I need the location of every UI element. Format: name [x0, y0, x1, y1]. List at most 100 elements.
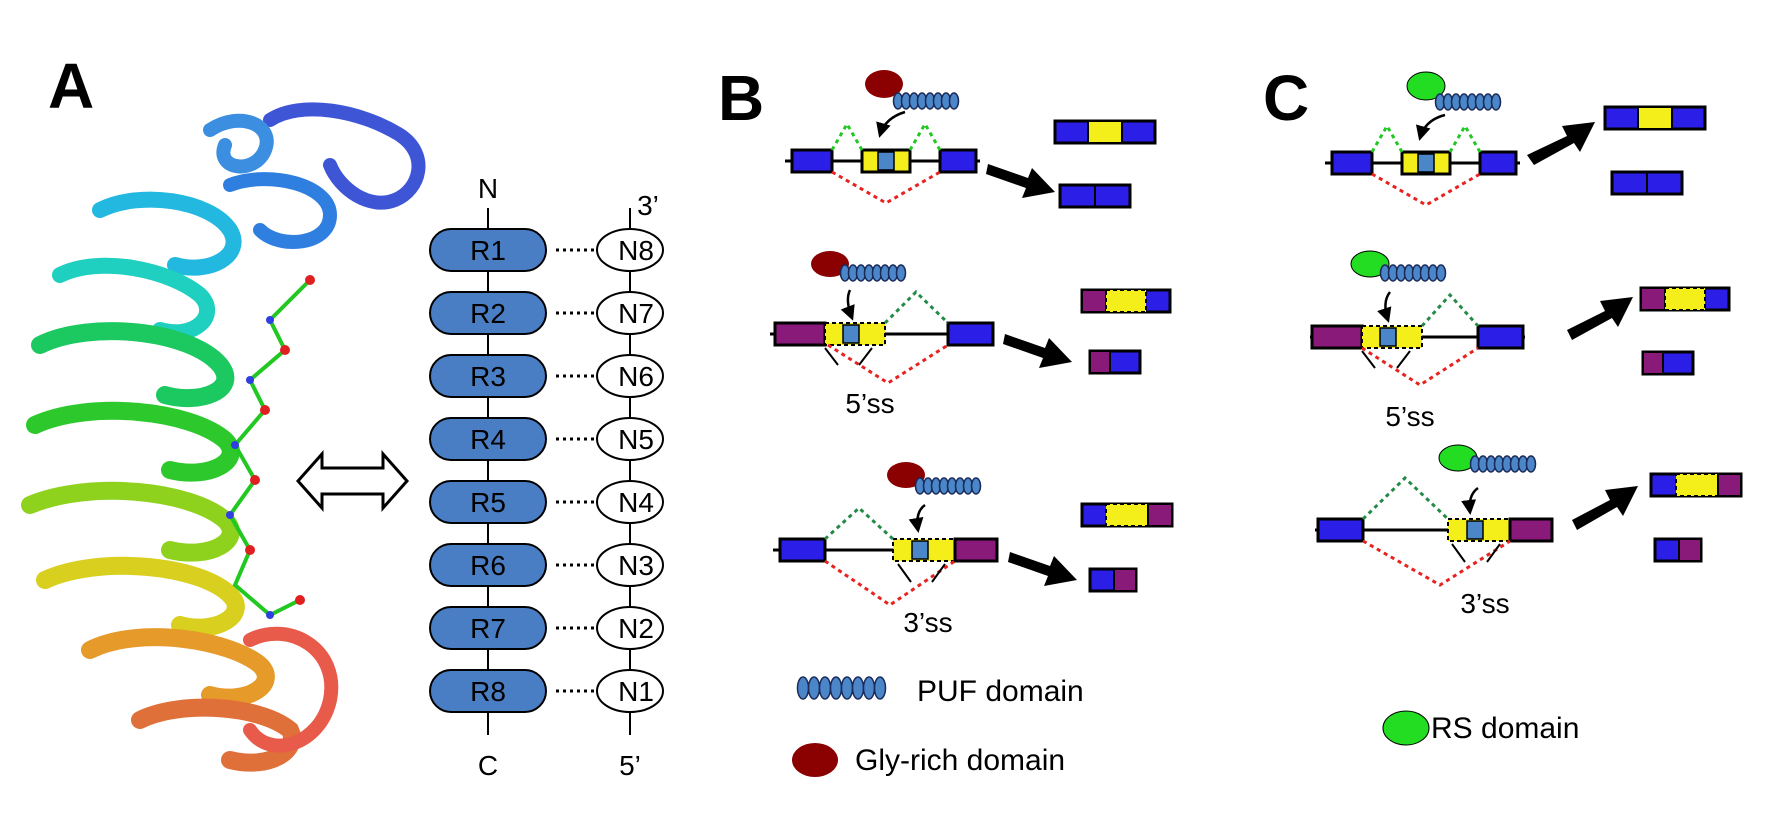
puf-repeat-bead	[970, 477, 982, 495]
panel-c-letter: C	[1263, 62, 1309, 134]
puf-site	[911, 540, 929, 560]
puf-domain-icon	[796, 676, 887, 700]
nucleotide-N4	[596, 480, 664, 524]
puf-repeat-bead	[829, 676, 843, 700]
puf-repeat-bead	[895, 264, 907, 282]
panel-b-letter: B	[718, 62, 764, 134]
nucleotide-N3	[596, 543, 664, 587]
five-prime-label: 5’	[619, 750, 641, 781]
panel-c-row1	[1325, 71, 1707, 207]
legend-rs: RS domain	[1382, 710, 1579, 746]
puf-repeat-bead	[1435, 264, 1447, 282]
exon-blue	[778, 537, 827, 563]
repeat-R5	[429, 480, 547, 524]
exon-purple	[1310, 324, 1364, 350]
repeat-R1	[429, 228, 547, 272]
legend-puf-label: PUF domain	[917, 675, 1084, 708]
repeat-label: R4	[470, 424, 506, 455]
puf-domain-icon	[1379, 264, 1447, 282]
repeat-R2	[429, 291, 547, 335]
puf-repeat-bead	[1525, 455, 1537, 473]
puf-repeat-bead	[1490, 93, 1502, 111]
nucleotide-label: N5	[618, 424, 654, 455]
legend-gly-label: Gly-rich domain	[855, 744, 1065, 777]
puf-repeat-bead	[818, 676, 832, 700]
product-short	[1653, 537, 1703, 563]
product-inclusion	[1603, 105, 1707, 131]
repeat-R3	[429, 354, 547, 398]
puf-site	[1379, 327, 1397, 347]
exon-purple	[953, 537, 999, 563]
three-prime-ss-label: 3’ss	[1460, 588, 1509, 619]
puf-repeat-bead	[840, 676, 854, 700]
panel-c-row2: 5’ss	[1310, 250, 1731, 432]
exon-purple	[773, 321, 827, 347]
panel-a: A	[21, 50, 664, 781]
puf-repeat-bead	[807, 676, 821, 700]
product-long	[1649, 472, 1743, 498]
panel-b-row2: 5’ss	[770, 251, 1172, 419]
repeat-label: R3	[470, 361, 506, 392]
exon-blue	[790, 148, 834, 174]
exon-blue	[938, 148, 978, 174]
puf-domain-icon	[914, 477, 982, 495]
puf-domain-icon	[892, 92, 960, 110]
panel-a-letter: A	[48, 50, 94, 122]
product-short	[1088, 567, 1138, 593]
binding-arrow	[908, 503, 926, 533]
puf-site	[1417, 153, 1435, 173]
product-skipping	[1058, 183, 1132, 209]
rs-domain-icon	[1406, 71, 1446, 101]
nucleotide-N7	[596, 291, 664, 335]
product-long	[1080, 288, 1172, 314]
product-inclusion	[1053, 119, 1157, 145]
c-terminus-label: C	[478, 750, 498, 781]
repeat-R4	[429, 417, 547, 461]
nucleotide-label: N1	[618, 676, 654, 707]
result-arrow	[1572, 486, 1638, 530]
nucleotide-label: N7	[618, 298, 654, 329]
exon-blue	[946, 321, 995, 347]
binding-arrow	[840, 289, 855, 321]
puf-site	[842, 324, 860, 344]
nucleotide-N6	[596, 354, 664, 398]
result-arrow	[1567, 297, 1633, 340]
rs-domain-icon	[1382, 710, 1430, 746]
result-arrow	[1527, 122, 1595, 165]
binding-arrow	[1461, 486, 1479, 515]
repeat-R6	[429, 543, 547, 587]
puf-domain-icon	[1469, 455, 1537, 473]
puf-domain-icon	[839, 264, 907, 282]
repeat-label: R7	[470, 613, 506, 644]
rs-domain-icon	[1350, 250, 1390, 278]
puf-repeat-bead	[948, 92, 960, 110]
binding-arrow	[876, 110, 906, 138]
nucleotide-label: N3	[618, 550, 654, 581]
three-prime-ss-label: 3’ss	[903, 607, 952, 638]
binding-arrow	[1415, 113, 1446, 141]
product-short	[1088, 349, 1142, 375]
exon-blue	[1330, 150, 1374, 176]
result-arrow	[1003, 334, 1072, 368]
three-prime-label: 3’	[637, 190, 659, 221]
nucleotide-label: N2	[618, 613, 654, 644]
gly-rich-domain-icon	[792, 743, 838, 777]
gly-rich-domain-icon	[865, 70, 903, 98]
product-long	[1639, 286, 1731, 312]
puf-repeat-bead	[873, 676, 887, 700]
panel-c: C	[1263, 62, 1743, 746]
panel-b-row3: 3’ss	[773, 462, 1174, 638]
product-long	[1080, 502, 1174, 528]
panel-b: B	[718, 62, 1174, 777]
exon-blue	[1476, 324, 1525, 350]
nucleotide-label: N8	[618, 235, 654, 266]
repeat-label: R1	[470, 235, 506, 266]
panel-c-row3: 3’ss	[1315, 444, 1743, 619]
nucleotide-N8	[596, 228, 664, 272]
exon-blue	[1478, 150, 1518, 176]
five-prime-ss-label: 5’ss	[1385, 401, 1434, 432]
repeat-label: R8	[470, 676, 506, 707]
nucleotide-N1	[596, 669, 664, 713]
puf-repeat-bead	[851, 676, 865, 700]
